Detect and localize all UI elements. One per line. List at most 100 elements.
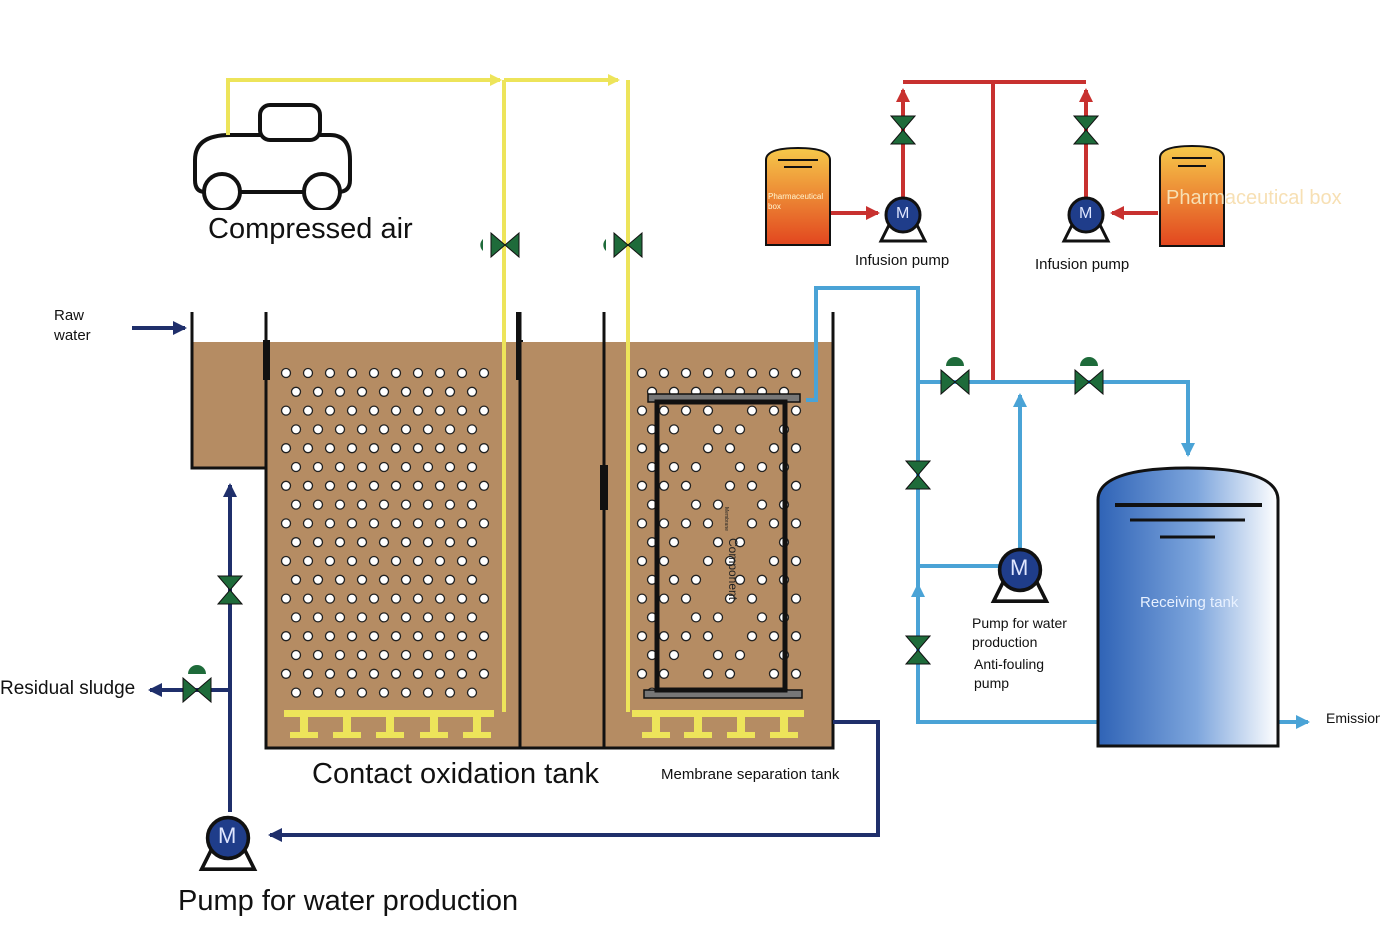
bubble — [290, 687, 302, 698]
bubble — [668, 461, 680, 473]
bubble — [312, 612, 324, 623]
bubble — [680, 367, 692, 379]
anti-fouling-label-line1: Anti-fouling — [974, 656, 1045, 672]
compressed-air-label: Compressed air — [208, 213, 413, 245]
bubble — [680, 480, 692, 491]
bubble — [368, 593, 380, 604]
bubble — [324, 518, 336, 529]
valve-icon[interactable] — [217, 575, 243, 605]
bubble — [334, 649, 346, 661]
bubble — [456, 518, 468, 529]
valve-icon[interactable] — [905, 460, 931, 490]
bubble — [456, 367, 468, 379]
valve-icon[interactable] — [1073, 115, 1099, 145]
bubble — [324, 443, 336, 454]
compressed-air-line — [226, 74, 630, 712]
bubble — [434, 518, 446, 529]
bubble — [636, 518, 648, 529]
bubble — [636, 405, 648, 416]
bubble — [790, 631, 802, 642]
valve-icon[interactable] — [905, 635, 931, 665]
bubble — [702, 631, 714, 642]
bubble — [466, 574, 478, 585]
bubble — [368, 555, 380, 567]
bubble — [434, 631, 446, 642]
bubble — [734, 537, 746, 548]
bubble — [422, 424, 434, 435]
bubble — [422, 612, 434, 623]
bubble — [456, 405, 468, 416]
valve-icon[interactable] — [1074, 357, 1104, 395]
bubble — [702, 443, 714, 454]
bubble — [412, 367, 424, 379]
bubble — [368, 405, 380, 416]
bubble — [390, 631, 402, 642]
bubble — [390, 480, 402, 491]
bubble — [456, 555, 468, 567]
bubble — [478, 480, 490, 491]
bubble — [356, 461, 368, 473]
bubble — [422, 649, 434, 661]
bubble — [790, 405, 802, 416]
bubble — [378, 687, 390, 698]
bubble — [702, 668, 714, 679]
bubble — [756, 499, 768, 510]
bubble — [690, 612, 702, 623]
bubble — [680, 593, 692, 604]
valve-icon[interactable] — [940, 357, 970, 395]
bubble — [378, 386, 390, 397]
bubble — [290, 537, 302, 548]
bubble — [768, 555, 780, 567]
bubble — [280, 367, 292, 379]
bubble — [768, 631, 780, 642]
bubble — [434, 443, 446, 454]
bubble — [312, 537, 324, 548]
bubble — [390, 405, 402, 416]
pharmaceutical-box-right-label: Pharmaceutical box — [1166, 187, 1342, 209]
bubble — [280, 668, 292, 679]
bubble — [422, 461, 434, 473]
bubble — [790, 367, 802, 379]
bubble — [444, 461, 456, 473]
contact-oxidation-tank-label: Contact oxidation tank — [312, 758, 599, 790]
bubble — [756, 612, 768, 623]
bubble — [400, 649, 412, 661]
bubble — [400, 499, 412, 510]
bubble — [444, 424, 456, 435]
bubble — [478, 443, 490, 454]
pump-letter: M — [896, 205, 910, 222]
pump-for-water-label-line1: Pump for water — [972, 615, 1067, 631]
bubble — [690, 499, 702, 510]
bubble — [478, 555, 490, 567]
bubble — [422, 386, 434, 397]
bubble — [768, 668, 780, 679]
bubble — [280, 405, 292, 416]
bubble — [746, 593, 758, 604]
bubble — [378, 649, 390, 661]
bubble — [790, 593, 802, 604]
pump-letter: M — [1010, 555, 1029, 580]
bubble — [356, 687, 368, 698]
bubble — [356, 537, 368, 548]
bubble — [712, 649, 724, 661]
bubble — [302, 555, 314, 567]
bubble — [378, 612, 390, 623]
valve-icon[interactable] — [182, 665, 212, 703]
air-diffusers-right — [632, 710, 804, 738]
pump-letter: M — [218, 823, 237, 848]
valve-icon[interactable] — [480, 232, 520, 258]
bubble — [356, 424, 368, 435]
bubble — [466, 537, 478, 548]
bubble — [636, 480, 648, 491]
residual-sludge-label: Residual sludge — [0, 678, 136, 699]
bubble — [422, 499, 434, 510]
bubble — [324, 367, 336, 379]
bubble — [280, 555, 292, 567]
bubble — [334, 574, 346, 585]
pump-for-water-label-line2: production — [972, 634, 1038, 650]
bubble — [378, 424, 390, 435]
valve-icon[interactable] — [603, 232, 643, 258]
valve-icon[interactable] — [890, 115, 916, 145]
chemical-box-icon — [1159, 144, 1225, 247]
bubble — [324, 555, 336, 567]
